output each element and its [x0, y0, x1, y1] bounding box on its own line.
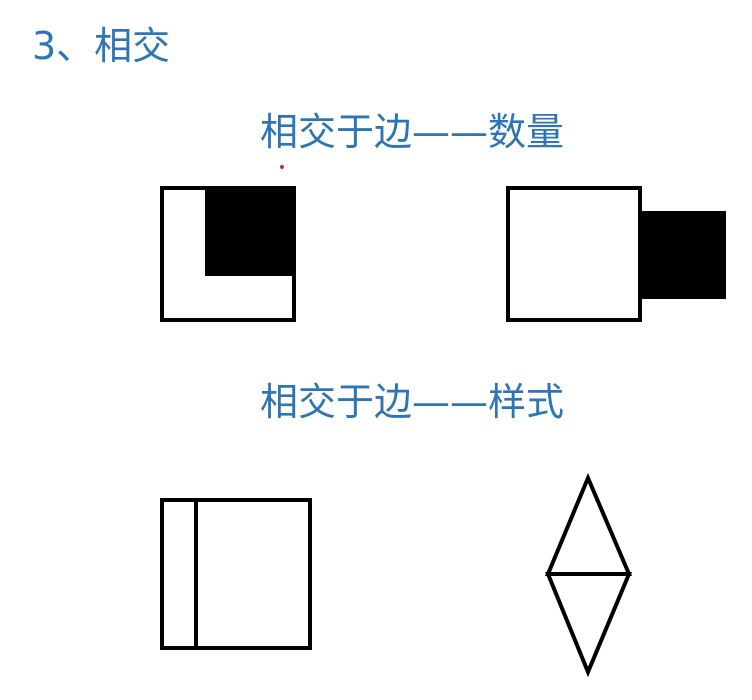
figure-square-adjacent-black: [506, 186, 726, 322]
inner-black-square: [205, 188, 294, 276]
subtitle-intersect-count: 相交于边——数量: [260, 110, 565, 154]
top-triangle: [545, 472, 633, 576]
outer-square: [506, 186, 642, 322]
figure-square-inner-black: [160, 186, 296, 322]
bottom-triangle: [545, 572, 633, 678]
figure-square-divider: [160, 498, 312, 650]
adjacent-black-square: [638, 211, 726, 299]
figure-double-triangle: [545, 472, 633, 678]
stray-mark: [280, 165, 284, 169]
section-heading: 3、相交: [32, 24, 171, 68]
subtitle-intersect-style: 相交于边——样式: [260, 380, 565, 424]
outer-square: [160, 498, 312, 650]
